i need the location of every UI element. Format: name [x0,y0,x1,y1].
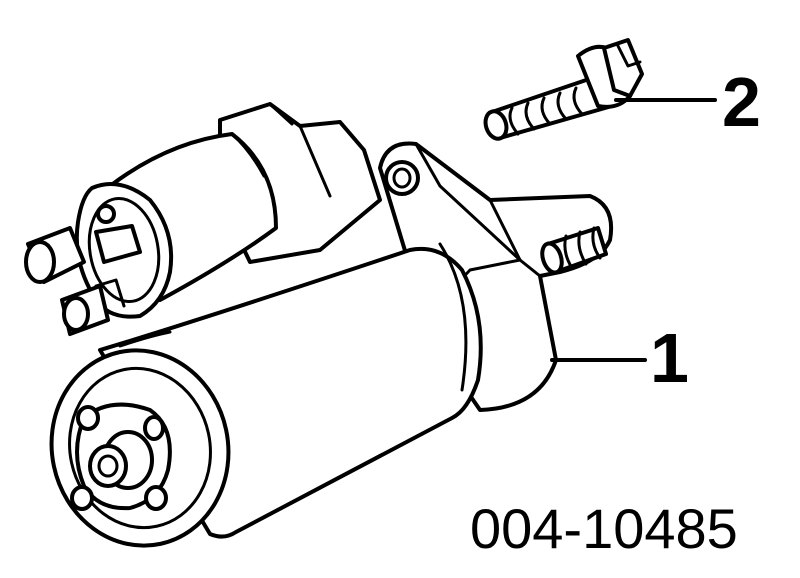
part-code: 004-10485 [470,497,738,560]
solenoid-terminals [24,204,142,336]
callout-1: 1 [650,319,689,397]
pinion-shaft [540,226,608,275]
bolt-part [483,38,644,141]
callout-2: 2 [722,63,761,141]
end-cap [49,348,231,548]
